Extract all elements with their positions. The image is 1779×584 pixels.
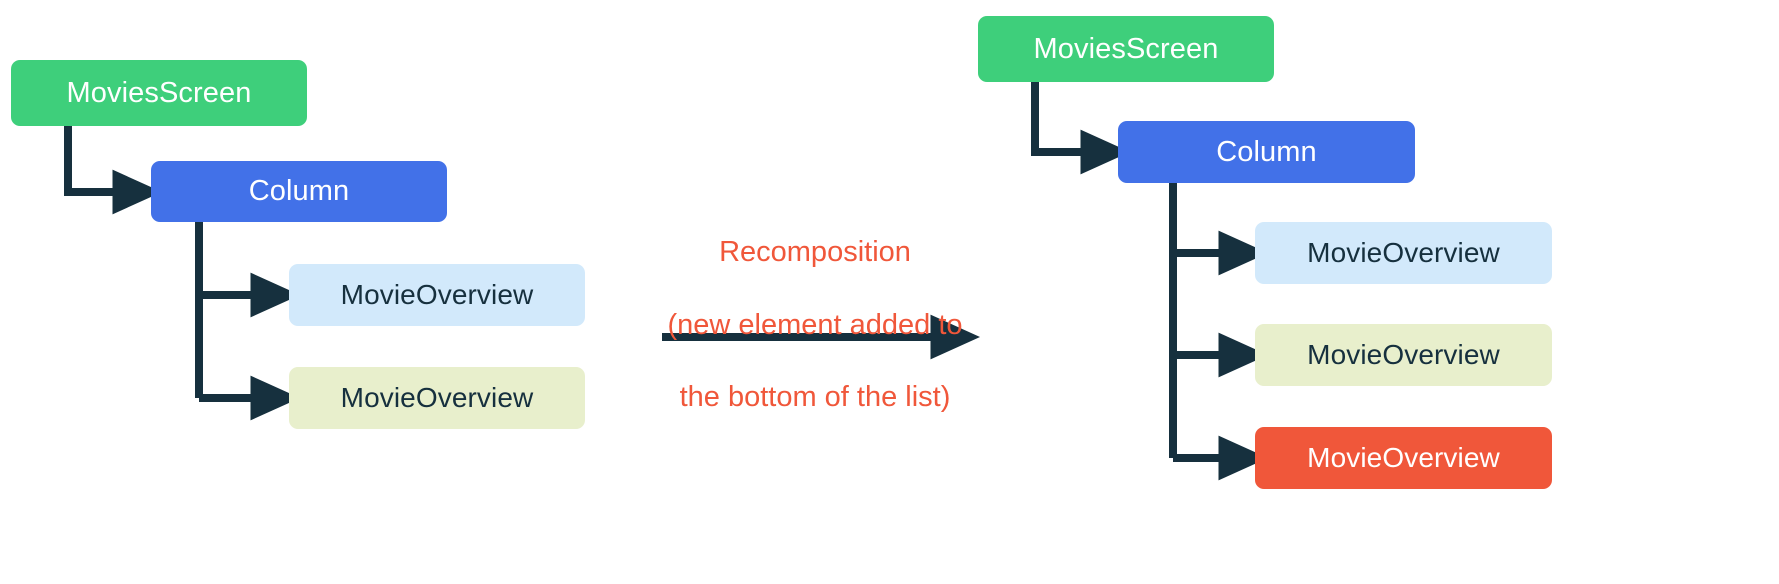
node-right-column[interactable]: Column (1118, 121, 1415, 183)
node-label: MovieOverview (340, 382, 534, 413)
node-label: MovieOverview (340, 279, 534, 310)
node-right-movie-overview-3[interactable]: MovieOverview (1255, 427, 1552, 489)
node-right-movie-overview-2[interactable]: MovieOverview (1255, 324, 1552, 386)
node-left-movies-screen[interactable]: MoviesScreen (11, 60, 307, 126)
node-label: MovieOverview (1307, 339, 1500, 370)
transition-caption-line-1: Recomposition (719, 236, 911, 269)
left-edge-column-to-children (195, 222, 300, 421)
transition-caption: Recomposition (new element added to the … (655, 198, 975, 452)
node-left-movie-overview-2[interactable]: MovieOverview (289, 367, 585, 429)
node-label: MoviesScreen (1033, 32, 1219, 65)
node-left-movie-overview-1[interactable]: MovieOverview (289, 264, 585, 326)
left-edge-screen-to-column (64, 126, 162, 215)
transition-caption-line-2: (new element added to (667, 308, 963, 341)
right-edge-column-to-children (1169, 183, 1268, 481)
node-label: MoviesScreen (66, 76, 252, 109)
right-edge-screen-to-column (1031, 80, 1130, 175)
node-right-movie-overview-1[interactable]: MovieOverview (1255, 222, 1552, 284)
node-right-movies-screen[interactable]: MoviesScreen (978, 16, 1274, 82)
transition-caption-line-3: the bottom of the list) (679, 381, 951, 414)
node-label: Column (1216, 135, 1317, 168)
node-left-column[interactable]: Column (151, 161, 447, 222)
node-label: Column (248, 175, 350, 207)
node-label: MovieOverview (1307, 442, 1500, 473)
node-label: MovieOverview (1307, 237, 1500, 268)
